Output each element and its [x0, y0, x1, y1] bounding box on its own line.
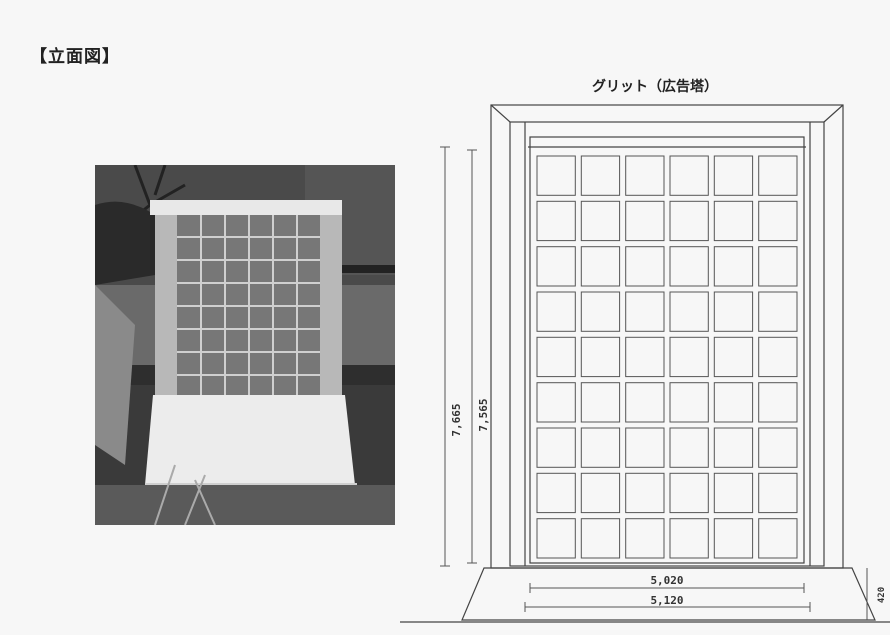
- grid-panel: [713, 291, 754, 332]
- grid-panel: [713, 200, 754, 242]
- grid-panel: [580, 518, 621, 559]
- grid-panel: [625, 246, 665, 287]
- panel-grid: [536, 155, 798, 559]
- grid-panel: [758, 518, 798, 559]
- grid-panel: [536, 155, 576, 196]
- grid-panel: [536, 518, 576, 559]
- grid-panel: [758, 246, 798, 287]
- frame-inner-edge: [509, 121, 825, 567]
- grid-panel: [758, 155, 798, 196]
- grid-panel: [669, 200, 709, 242]
- dim-height-inner: 7,565: [477, 398, 490, 431]
- grid-panel: [669, 518, 709, 559]
- grid-panel: [580, 472, 621, 514]
- grid-panel: [713, 336, 754, 378]
- grid-panel: [669, 291, 709, 332]
- grid-panel: [625, 291, 665, 332]
- drawing-title: グリット（広告塔）: [592, 79, 718, 95]
- base: [461, 567, 876, 621]
- grid-panel: [713, 472, 754, 514]
- grid-panel: [669, 246, 709, 287]
- grid-panel: [625, 518, 665, 559]
- grid-panel: [625, 155, 665, 196]
- grid-panel: [758, 291, 798, 332]
- grid-panel: [580, 427, 621, 468]
- grid-panel: [758, 336, 798, 378]
- grid-panel: [536, 200, 576, 242]
- grid-panel: [625, 200, 665, 242]
- grid-panel: [625, 382, 665, 423]
- grid-panel: [580, 246, 621, 287]
- dim-base-height: 420: [877, 587, 887, 603]
- grid-panel: [580, 155, 621, 196]
- grid-panel: [713, 382, 754, 423]
- grid-panel: [669, 382, 709, 423]
- elevation-drawing: 7,665 7,565 5,020 5,120 420: [400, 104, 890, 623]
- grid-panel: [758, 427, 798, 468]
- grid-panel: [669, 427, 709, 468]
- grid-panel: [536, 336, 576, 378]
- grid-panel: [713, 427, 754, 468]
- grid-panel: [758, 472, 798, 514]
- grid-panel: [669, 155, 709, 196]
- grid-panel: [536, 291, 576, 332]
- grid-panel: [713, 518, 754, 559]
- grid-panel: [580, 382, 621, 423]
- grid-panel: [625, 427, 665, 468]
- grid-panel: [580, 336, 621, 378]
- grid-panel: [625, 472, 665, 514]
- dim-width-inner: 5,020: [650, 574, 683, 587]
- grid-panel: [536, 427, 576, 468]
- grid-panel: [669, 336, 709, 378]
- grid-panel: [536, 382, 576, 423]
- dim-width-outer: 5,120: [650, 594, 683, 607]
- grid-panel: [580, 291, 621, 332]
- grid-panel: [536, 246, 576, 287]
- grid-panel: [758, 382, 798, 423]
- grid-panel: [580, 200, 621, 242]
- tower-photo: [95, 165, 395, 525]
- grid-panel: [713, 246, 754, 287]
- grid-panel: [713, 155, 754, 196]
- grid-panel: [536, 472, 576, 514]
- page-title: 【立面図】: [30, 47, 120, 67]
- dim-height-outer: 7,665: [450, 403, 463, 436]
- outer-frame: [490, 104, 844, 569]
- grid-panel: [758, 200, 798, 242]
- grid-panel: [669, 472, 709, 514]
- grid-panel: [625, 336, 665, 378]
